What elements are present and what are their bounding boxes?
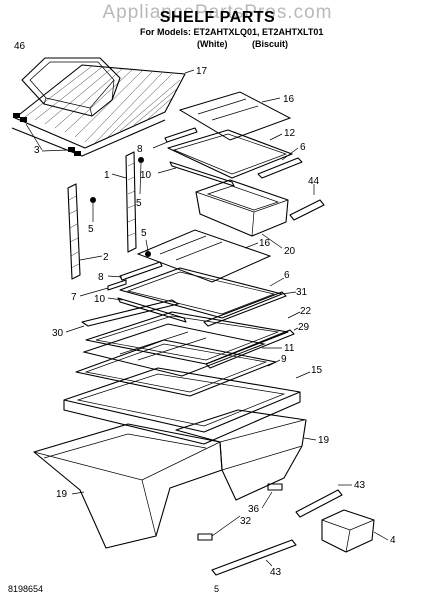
part-30-lower-shelf-trim	[65, 299, 179, 333]
callout-22: 22	[300, 306, 312, 317]
part-7-shelf-bracket	[79, 279, 127, 297]
part-16-upper-glass-shelf	[178, 91, 292, 141]
callout-4: 4	[390, 535, 396, 546]
part-44-drawer-rail	[289, 184, 325, 221]
part-10-upper-side-rail	[157, 161, 235, 187]
callout-10-upper: 10	[140, 170, 152, 181]
doc-number: 8198654	[8, 584, 44, 594]
callout-17: 17	[196, 66, 208, 77]
callout-16-middle: 16	[259, 238, 271, 249]
part-8-middle-rail	[107, 261, 163, 281]
callout-8-upper: 8	[137, 144, 143, 155]
callout-32: 32	[240, 516, 252, 527]
part-16-middle-glass-shelf	[136, 229, 272, 283]
callout-11: 11	[284, 343, 295, 354]
model-list: For Models: ET2AHTXLQ01, ET2AHTXLT01	[140, 27, 324, 37]
callout-1: 1	[104, 170, 110, 181]
callout-7: 7	[71, 292, 77, 303]
callout-6-middle: 6	[284, 270, 290, 281]
part-6-upper-trim	[257, 147, 303, 179]
callout-5-upper: 5	[136, 198, 142, 209]
callout-5-left: 5	[88, 224, 94, 235]
part-20-deli-drawer	[195, 179, 289, 249]
callout-9: 9	[281, 354, 287, 365]
callout-labels: 46 17 3 16 12 8 6 10 1 44 5 5 5 16 20 2 …	[14, 41, 396, 578]
part-5-screws	[90, 157, 151, 257]
page-number: 5	[214, 584, 220, 594]
page-title: SHELF PARTS	[159, 9, 276, 26]
part-43-crisper-rail-left	[211, 539, 297, 576]
part-11-lower-glass-shelf	[82, 323, 282, 377]
variant-biscuit: (Biscuit)	[252, 39, 288, 49]
callout-20: 20	[284, 246, 296, 257]
part-32-drawer-stop	[197, 515, 241, 541]
part-17-wire-shelf	[11, 64, 195, 157]
callout-16-upper: 16	[283, 94, 295, 105]
watermark: AppliancePartsPros.com	[102, 2, 333, 23]
part-22-lower-shelf-frame	[85, 311, 301, 365]
part-4-dairy-bin	[321, 509, 389, 553]
callout-19-left: 19	[56, 489, 68, 500]
callout-10-middle: 10	[94, 294, 106, 305]
part-3-shelf-clips	[13, 113, 81, 156]
callout-31: 31	[296, 287, 308, 298]
part-19-crisper-drawer-right	[175, 409, 317, 501]
part-19-crisper-drawer-left	[33, 423, 223, 549]
callout-3: 3	[34, 145, 40, 156]
part-8-upper-rail	[152, 127, 198, 149]
part-29-lower-shelf-trim-right	[205, 327, 299, 369]
callout-19-right: 19	[318, 435, 330, 446]
callout-36: 36	[248, 504, 260, 515]
part-43-crisper-rail-right	[295, 484, 352, 518]
part-1-shelf-ladder-right	[111, 151, 137, 253]
callout-29: 29	[298, 322, 310, 333]
callout-43-right: 43	[354, 480, 366, 491]
part-12-upper-shelf-frame	[167, 129, 293, 179]
callout-2: 2	[103, 252, 109, 263]
part-9-lower-shelf-support	[75, 339, 281, 397]
callout-44: 44	[308, 176, 320, 187]
part-36-drawer-slide	[261, 483, 283, 509]
callout-30: 30	[52, 328, 64, 339]
callout-46: 46	[14, 41, 26, 52]
callout-5-lower: 5	[141, 228, 147, 239]
part-10-middle-side-rail	[107, 297, 187, 323]
callout-43-left: 43	[270, 567, 282, 578]
variant-white: (White)	[197, 39, 228, 49]
part-6-middle-trim	[203, 277, 287, 327]
callout-12: 12	[284, 128, 296, 139]
callout-15: 15	[311, 365, 323, 376]
callout-6-upper: 6	[300, 142, 306, 153]
part-15-crisper-cover	[63, 367, 311, 445]
part-46-shelf-bin	[21, 57, 121, 117]
callout-8-middle: 8	[98, 272, 104, 283]
part-2-shelf-ladder-left	[67, 183, 103, 280]
